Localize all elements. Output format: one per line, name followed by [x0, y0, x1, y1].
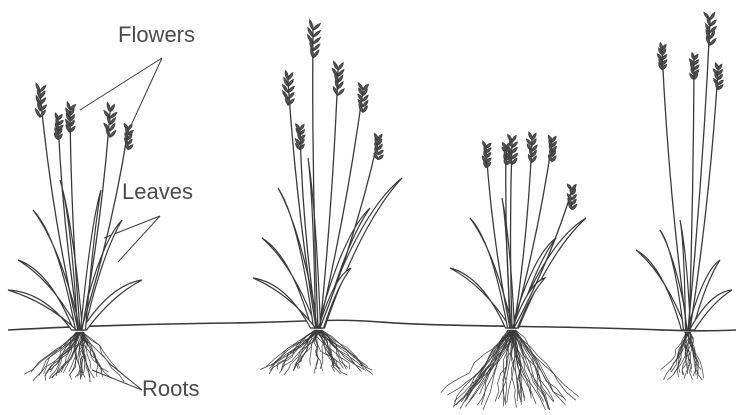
- stem: [511, 142, 513, 328]
- flower-spikelet: [486, 143, 491, 148]
- flower-spikelet: [333, 61, 338, 70]
- flower-spikelet: [338, 89, 344, 95]
- flower-spikelet: [300, 124, 304, 130]
- leaves-label: Leaves: [122, 181, 193, 203]
- root-strand: [320, 330, 362, 372]
- flower-spikelet: [512, 147, 517, 153]
- flower-spikelet: [710, 20, 716, 26]
- root-strand: [320, 330, 358, 367]
- flower-spikelet: [694, 54, 698, 60]
- ground-line: [8, 320, 736, 331]
- pointer-lines: [80, 58, 162, 390]
- plant-1: [8, 83, 142, 382]
- flower-spikelet: [288, 73, 293, 80]
- roots-label: Roots: [142, 378, 199, 400]
- root-strand: [667, 332, 686, 380]
- flower-spikelet: [313, 23, 321, 30]
- flower-spikelet: [552, 142, 557, 147]
- flower-spikelet: [338, 63, 343, 70]
- plant-3: [441, 132, 586, 410]
- root-strand: [316, 330, 373, 375]
- root-strand: [480, 330, 512, 394]
- flower-spikelet: [718, 80, 723, 85]
- flower-spikelet: [338, 82, 343, 89]
- flower-spikelet: [529, 132, 533, 140]
- flower-spikelet: [512, 158, 517, 164]
- flower-spikelet: [694, 65, 699, 70]
- flower-spikelet: [718, 64, 722, 70]
- flower-spikelet: [378, 150, 383, 155]
- flower-spikelet: [512, 142, 518, 148]
- flower-spikelet: [110, 104, 115, 112]
- flower-spikelet: [363, 84, 369, 90]
- plants-group: [8, 12, 732, 410]
- root-strand: [269, 330, 316, 374]
- root-strand: [467, 330, 508, 399]
- flower-spikelet: [710, 12, 715, 20]
- flower-spikelet: [363, 95, 368, 101]
- flower-spikelet: [694, 60, 699, 65]
- flower-spikelet: [128, 145, 133, 150]
- flower-spikelet: [288, 79, 294, 86]
- flower-spikelet: [512, 135, 516, 142]
- stem: [319, 90, 363, 328]
- flower-spikelet: [110, 130, 116, 137]
- plant-4: [636, 12, 732, 380]
- flowers-label: Flowers: [118, 24, 195, 46]
- flower-spikelet: [309, 20, 313, 30]
- flower-spikelet: [718, 70, 723, 75]
- flower-spikelet: [313, 37, 320, 44]
- flower-spikelet: [710, 38, 716, 45]
- flower-spikelet: [313, 30, 321, 37]
- root-strand: [691, 332, 703, 380]
- flower-spikelet: [718, 85, 723, 90]
- flower-spikelet: [378, 155, 383, 160]
- flower-spikelet: [572, 204, 577, 209]
- stem: [513, 142, 552, 328]
- flower-spikelet: [58, 114, 62, 120]
- flower-spikelet: [300, 130, 305, 135]
- flower-spikelet: [313, 50, 319, 58]
- flower-spikelet: [718, 74, 723, 79]
- flower-spikelet: [128, 124, 132, 130]
- leaf: [688, 260, 721, 330]
- flower-spikelet: [378, 144, 382, 150]
- flower-spikelet: [552, 136, 556, 142]
